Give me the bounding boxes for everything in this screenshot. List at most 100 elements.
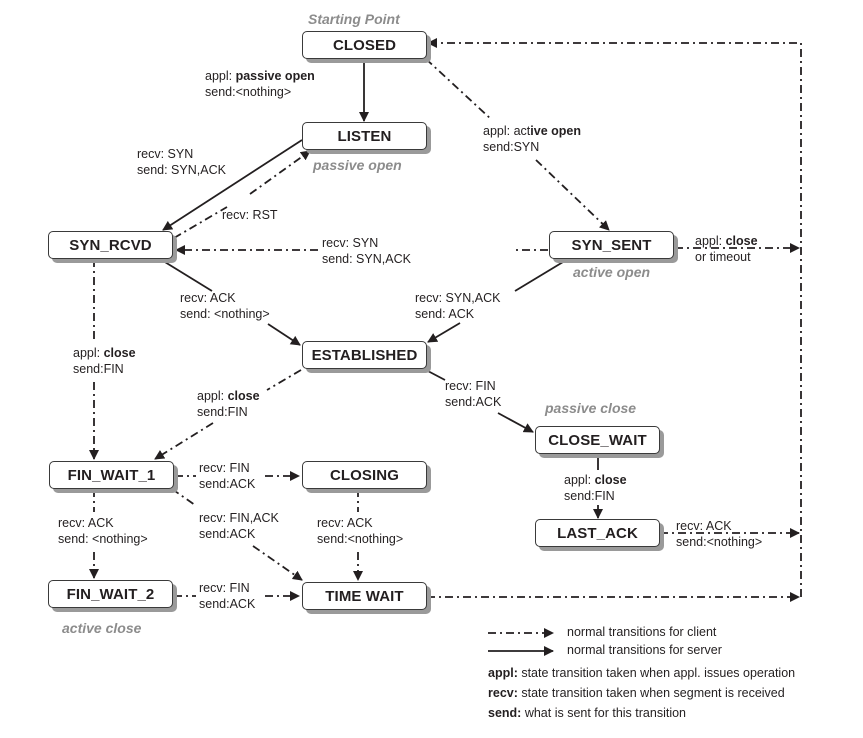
label-listen-syn-rcvd: recv: SYN send: SYN,ACK bbox=[137, 146, 226, 178]
label-text: send: SYN,ACK bbox=[137, 163, 226, 177]
label-text: send:<nothing> bbox=[317, 532, 404, 546]
label-text: send:ACK bbox=[199, 597, 256, 611]
label-text: send: <nothing> bbox=[180, 307, 270, 321]
label-text: send:SYN bbox=[483, 140, 540, 154]
legend-key: appl: bbox=[488, 666, 518, 680]
state-last-ack: LAST_ACK bbox=[535, 519, 660, 547]
edge-established-fin-wait-1 bbox=[266, 369, 302, 391]
state-established: ESTABLISHED bbox=[302, 341, 427, 369]
legend-send: send: what is sent for this transition bbox=[488, 706, 686, 720]
label-bold: close bbox=[725, 234, 758, 248]
label-text: send:FIN bbox=[564, 489, 615, 503]
label-close-wait-last-ack: appl: close send:FIN bbox=[564, 472, 627, 504]
label-text: recv: RST bbox=[222, 208, 278, 222]
label-text: send:ACK bbox=[199, 527, 256, 541]
state-listen: LISTEN bbox=[302, 122, 427, 150]
label-fin-wait-1-time-wait: recv: FIN,ACK send:ACK bbox=[199, 510, 279, 542]
label-text: recv: ACK bbox=[180, 291, 236, 305]
label-text: send: SYN,ACK bbox=[322, 252, 411, 266]
note-starting-point: Starting Point bbox=[308, 11, 400, 27]
edge-return-closed bbox=[427, 38, 802, 597]
legend-key: recv: bbox=[488, 686, 518, 700]
label-closed-listen: appl: passive open send:<nothing> bbox=[205, 68, 315, 100]
legend-desc: state transition taken when segment is r… bbox=[517, 686, 785, 700]
edge-syn-rcvd-established-b bbox=[267, 323, 301, 346]
label-syn-sent-syn-rcvd: recv: SYN send: SYN,ACK bbox=[322, 235, 411, 267]
label-bold: passive open bbox=[235, 69, 315, 83]
state-fin-wait-1: FIN_WAIT_1 bbox=[49, 461, 174, 489]
note-active-open: active open bbox=[573, 264, 651, 280]
label-fin-wait-1-closing: recv: FIN send:ACK bbox=[199, 460, 255, 492]
label-closed-syn-sent: appl: active open send:SYN bbox=[483, 123, 581, 155]
state-time-wait: TIME WAIT bbox=[302, 582, 427, 610]
label-text: recv: SYN bbox=[322, 236, 379, 250]
label-text: appl: bbox=[695, 234, 726, 248]
edge-syn-rcvd-established bbox=[159, 258, 213, 292]
label-text: send: <nothing> bbox=[58, 532, 148, 546]
edge-syn-rcvd-listen bbox=[173, 206, 228, 239]
state-syn-rcvd: SYN_RCVD bbox=[48, 231, 173, 259]
label-established-fin-wait-1: appl: close send:FIN bbox=[197, 388, 260, 420]
label-text: or timeout bbox=[695, 250, 751, 264]
label-text: send:FIN bbox=[73, 362, 124, 376]
label-last-ack-closed: recv: ACK send:<nothing> bbox=[676, 518, 762, 550]
edge-fin-wait-1-time-wait bbox=[171, 488, 196, 506]
label-closing-time-wait: recv: ACK send:<nothing> bbox=[317, 515, 403, 547]
label-syn-sent-established: recv: SYN,ACK send: ACK bbox=[415, 290, 500, 322]
label-bold: close bbox=[594, 473, 627, 487]
label-bold: close bbox=[227, 389, 260, 403]
edge-closed-syn-sent bbox=[425, 58, 493, 121]
label-syn-rcvd-established: recv: ACK send: <nothing> bbox=[180, 290, 270, 322]
label-text: recv: FIN bbox=[445, 379, 496, 393]
edge-closed-syn-sent-b bbox=[535, 159, 610, 231]
label-syn-rcvd-fin-wait-1: appl: close send:FIN bbox=[73, 345, 136, 377]
edge-established-close-wait bbox=[425, 369, 446, 381]
label-text: recv: SYN,ACK bbox=[415, 291, 501, 305]
edge-syn-rcvd-listen-b bbox=[249, 150, 311, 195]
label-text: appl: bbox=[205, 69, 236, 83]
state-close-wait: CLOSE_WAIT bbox=[535, 426, 660, 454]
label-text: appl: bbox=[564, 473, 595, 487]
label-fin-wait-1-fin-wait-2: recv: ACK send: <nothing> bbox=[58, 515, 148, 547]
note-passive-open: passive open bbox=[313, 157, 402, 173]
label-text: send:FIN bbox=[197, 405, 248, 419]
legend-recv: recv: state transition taken when segmen… bbox=[488, 686, 785, 700]
label-text: send: ACK bbox=[415, 307, 475, 321]
label-text: send:<nothing> bbox=[676, 535, 763, 549]
note-active-close: active close bbox=[62, 620, 142, 636]
legend-client: normal transitions for client bbox=[567, 625, 717, 639]
legend-appl: appl: state transition taken when appl. … bbox=[488, 666, 795, 680]
label-text: send:<nothing> bbox=[205, 85, 292, 99]
label-fin-wait-2-time-wait: recv: FIN send:ACK bbox=[199, 580, 255, 612]
edge-established-fin-wait-1-b bbox=[154, 422, 214, 460]
label-text: send:ACK bbox=[445, 395, 502, 409]
label-text: appl: act bbox=[483, 124, 531, 138]
state-fin-wait-2: FIN_WAIT_2 bbox=[48, 580, 173, 608]
label-bold: close bbox=[103, 346, 136, 360]
legend-desc: what is sent for this transition bbox=[521, 706, 686, 720]
state-closing: CLOSING bbox=[302, 461, 427, 489]
label-text: appl: bbox=[197, 389, 228, 403]
edge-established-close-wait-b bbox=[497, 412, 534, 433]
label-syn-rcvd-listen: recv: RST bbox=[222, 207, 278, 223]
legend-desc: state transition taken when appl. issues… bbox=[517, 666, 796, 680]
label-established-close-wait: recv: FIN send:ACK bbox=[445, 378, 501, 410]
label-text: recv: ACK bbox=[317, 516, 373, 530]
edge-fin-wait-1-time-wait-b bbox=[252, 545, 303, 581]
edge-syn-sent-established-b bbox=[427, 322, 461, 343]
label-text: appl: bbox=[73, 346, 104, 360]
label-text: recv: ACK bbox=[676, 519, 732, 533]
label-text: send:ACK bbox=[199, 477, 256, 491]
legend-server: normal transitions for server bbox=[567, 643, 722, 657]
state-syn-sent: SYN_SENT bbox=[549, 231, 674, 259]
label-text: recv: FIN,ACK bbox=[199, 511, 279, 525]
edge-syn-sent-established bbox=[514, 258, 569, 292]
edge-listen-syn-rcvd bbox=[162, 139, 303, 231]
label-text: recv: SYN bbox=[137, 147, 194, 161]
label-syn-sent-closed: appl: close or timeout bbox=[695, 233, 758, 265]
note-passive-close: passive close bbox=[545, 400, 637, 416]
label-bold: ive open bbox=[530, 124, 581, 138]
label-text: recv: ACK bbox=[58, 516, 114, 530]
label-text: recv: FIN bbox=[199, 581, 250, 595]
